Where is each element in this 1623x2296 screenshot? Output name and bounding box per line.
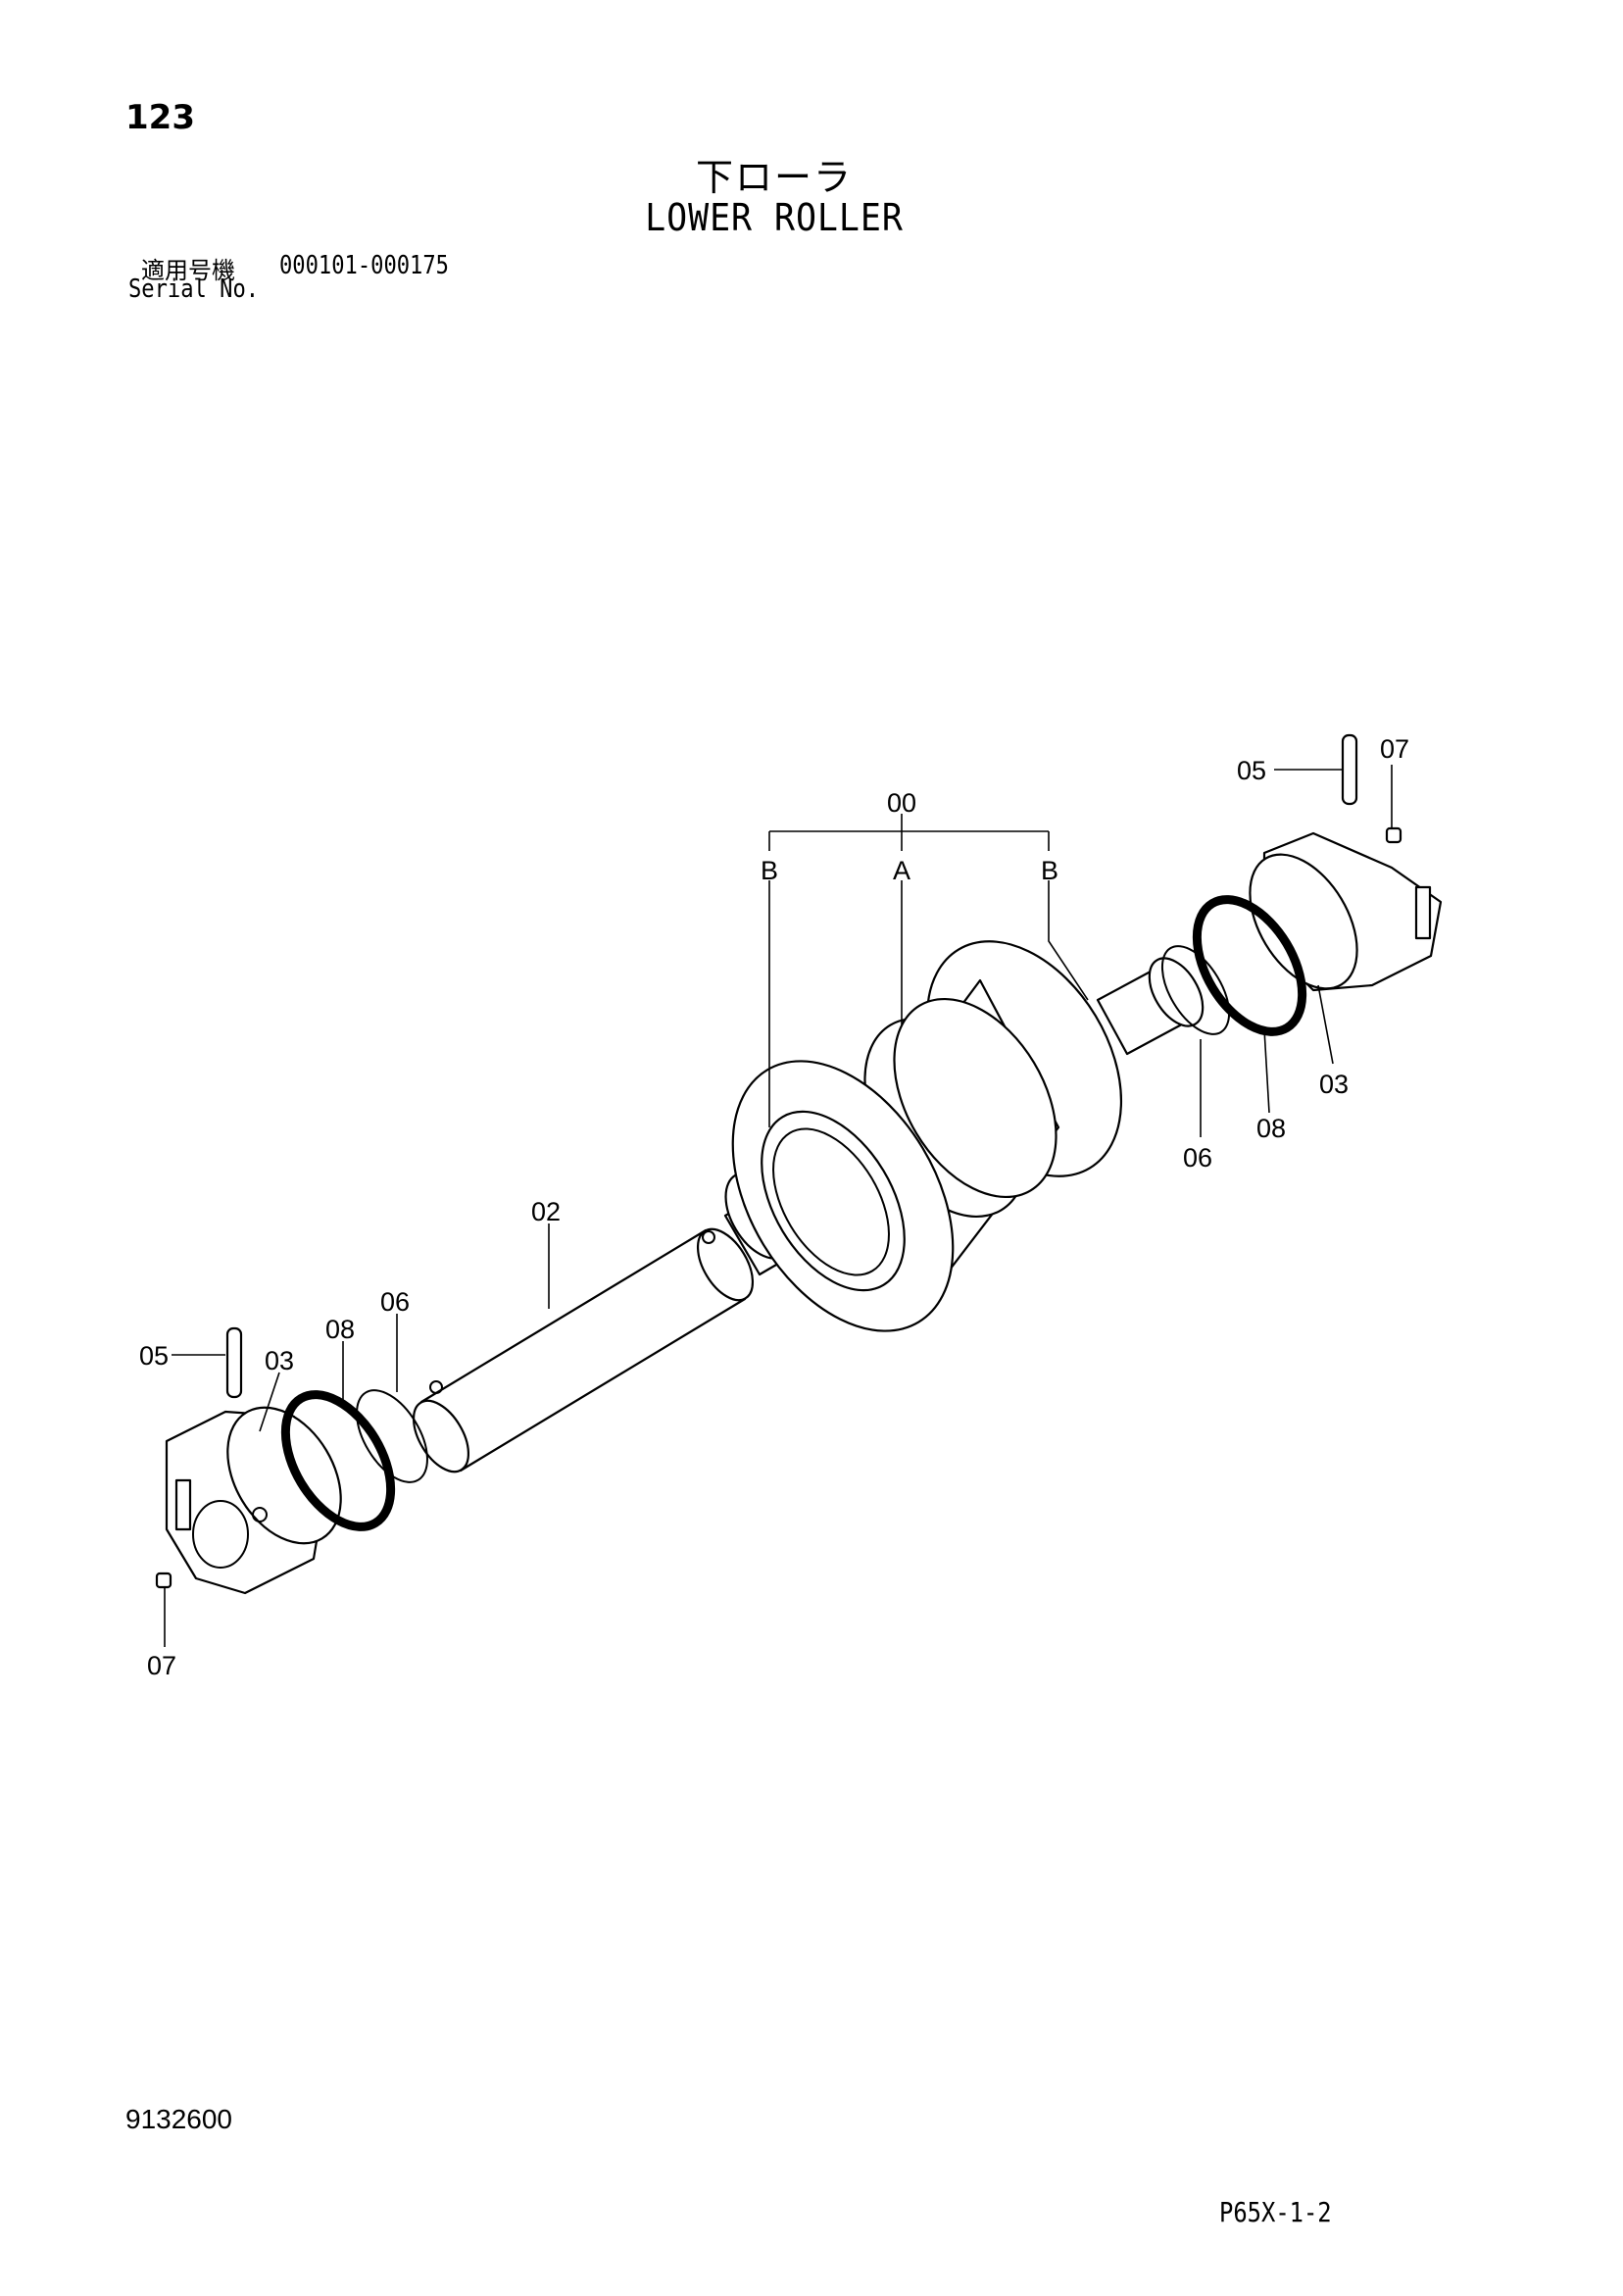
title-english: LOWER ROLLER (645, 196, 904, 239)
callout-plug-right: 07 (1380, 734, 1409, 764)
callout-collar-left: 03 (265, 1346, 294, 1375)
drawing-number: 9132600 (125, 2104, 233, 2134)
pin-right-part (1341, 733, 1358, 806)
plug-right-part (1385, 826, 1402, 844)
callout-seal-right: 08 (1256, 1114, 1286, 1143)
leader-lines (164, 765, 1393, 1647)
page-code: P65X-1-2 (1219, 2196, 1332, 2228)
callout-seal-left: 08 (325, 1315, 355, 1344)
seal-left-part (280, 1390, 396, 1531)
callout-sub-b-right: B (1041, 856, 1058, 885)
roller-wheel-part (731, 940, 1205, 1332)
collar-left-part (165, 1406, 342, 1595)
callout-sub-a: A (893, 856, 910, 885)
oring-left-part (356, 1389, 428, 1483)
callout-assembly: 00 (887, 788, 916, 818)
callout-pin-left: 05 (139, 1341, 169, 1371)
callout-collar-right: 03 (1319, 1070, 1349, 1099)
callout-pin-right: 05 (1237, 756, 1266, 785)
callout-plug-left: 07 (147, 1651, 176, 1680)
collar-right-part (1249, 831, 1443, 992)
page-number: 123 (125, 98, 195, 137)
seal-right-part (1192, 895, 1307, 1036)
plug-left-part (155, 1572, 172, 1589)
callout-labels: 00 B A B 02 05 03 08 06 07 05 07 03 08 0… (139, 734, 1409, 1680)
pin-left-part (225, 1326, 243, 1399)
callout-shaft: 02 (531, 1197, 561, 1226)
serial-range: 000101-000175 (279, 251, 449, 280)
callout-oring-left: 06 (380, 1287, 410, 1317)
callout-oring-right: 06 (1183, 1143, 1212, 1173)
title-japanese: 下ローラ (695, 156, 853, 199)
serial-label-japanese: 適用号機 (141, 257, 235, 284)
serial-label-english: Serial No. (128, 275, 260, 304)
callout-sub-b-left: B (761, 856, 778, 885)
oring-right-part (1160, 945, 1231, 1035)
